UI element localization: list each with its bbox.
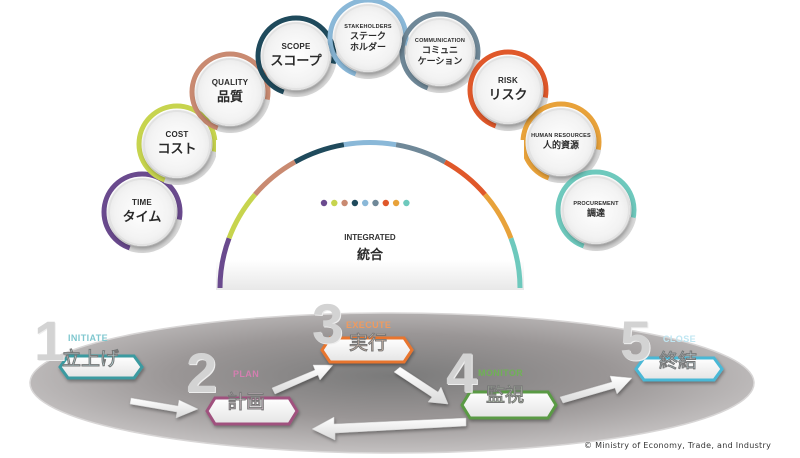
area-human-resources-en: HUMAN RESOURCES — [531, 133, 591, 140]
area-cost-en: COST — [165, 130, 189, 140]
phase-number-5: 5 — [620, 309, 652, 372]
integrated-arc-cost — [226, 192, 257, 240]
phase-number-4: 4 — [446, 341, 478, 404]
area-ring-shadow-procurement — [582, 216, 637, 251]
area-risk-en: RISK — [498, 76, 518, 86]
integrated-arc-time — [217, 237, 232, 289]
integrated-arc-human_resources — [483, 192, 514, 240]
integrated-arc-quality — [253, 159, 297, 197]
area-procurement-jp: 調達 — [586, 208, 605, 219]
arrow-monitor-to-close — [559, 375, 633, 404]
area-risk: RISK リスク — [474, 56, 542, 124]
area-communication-jp: コミュニ ケーション — [417, 44, 463, 66]
area-cost: COST コスト — [143, 110, 211, 178]
area-scope-en: SCOPE — [281, 42, 311, 52]
integrated-arc-scope — [293, 142, 345, 165]
phase-plan-jp: 計画 — [227, 392, 266, 413]
area-quality-en: QUALITY — [211, 78, 249, 88]
phase-number-2: 2 — [186, 341, 218, 404]
phase-close-en: CLOSE — [663, 334, 697, 344]
phase-boxes — [58, 336, 724, 426]
area-time: TIME タイム — [108, 178, 176, 246]
area-time-jp: タイム — [122, 209, 162, 225]
phase-initiate-jp: 立上げ — [62, 349, 120, 370]
area-scope-jp: スコープ — [270, 53, 322, 69]
integrated-dot-human_resources — [392, 199, 400, 207]
integrated-dot-cost — [331, 199, 338, 207]
area-communication: COMMUNICATION コミュニ ケーション — [406, 18, 474, 86]
integrated-panel — [216, 140, 524, 290]
area-arcs — [101, 0, 637, 253]
area-ring-shadow-cost — [163, 150, 218, 185]
integrated-arc-stakeholders — [343, 140, 397, 148]
phase-monitor-jp: 監視 — [486, 385, 525, 406]
area-ring-shadow-time — [128, 218, 183, 253]
copyright-text: © Ministry of Economy, Trade, and Indust… — [584, 441, 772, 450]
area-ring-shadow-quality — [216, 98, 271, 133]
phase-number-3: 3 — [312, 292, 344, 355]
integrated-dot-procurement — [403, 199, 410, 207]
area-procurement: PROCUREMENT 調達 — [562, 176, 630, 244]
area-communication-en: COMMUNICATION — [414, 37, 466, 44]
phase-box-plan — [205, 396, 299, 426]
area-cost-jp: コスト — [157, 141, 197, 157]
integrated-label-jp: 統合 — [356, 247, 383, 262]
area-human-resources: HUMAN RESOURCES 人的資源 — [527, 108, 595, 176]
phase-box-monitor — [460, 390, 558, 420]
area-human-resources-jp: 人的資源 — [542, 140, 579, 151]
arrow-plan-to-execute — [271, 364, 334, 395]
phase-execute-jp: 実行 — [349, 333, 388, 354]
flow-arrows — [129, 364, 633, 441]
area-stakeholders-en: STAKEHOLDERS — [344, 23, 392, 30]
phase-plan-en: PLAN — [233, 369, 260, 379]
area-stakeholders-jp: ステーク ホルダー — [349, 30, 386, 52]
integrated-dot-time — [320, 199, 328, 207]
area-ring-shadow-scope — [282, 62, 337, 97]
integrated-dot-quality — [341, 199, 348, 207]
area-procurement-en: PROCUREMENT — [573, 201, 619, 208]
phase-number-1: 1 — [34, 309, 66, 372]
arrow-initiate-to-plan — [129, 397, 199, 419]
area-scope: SCOPE スコープ — [262, 22, 330, 90]
area-quality: QUALITY 品質 — [196, 58, 264, 126]
integrated-arc-communication — [395, 142, 447, 165]
phase-box-close — [634, 356, 724, 382]
phase-box-execute — [320, 336, 414, 364]
platform-highlight — [29, 312, 755, 454]
area-time-en: TIME — [132, 198, 152, 208]
integrated-dot-scope — [351, 199, 359, 207]
phase-initiate-en: INITIATE — [68, 333, 109, 343]
integrated-dot-stakeholders — [362, 199, 369, 207]
phase-close-jp: 終結 — [659, 351, 698, 372]
integrated-arc-risk — [443, 159, 487, 197]
phase-monitor-en: MONITOR — [478, 368, 524, 378]
area-stakeholders: STAKEHOLDERS ステーク ホルダー — [334, 4, 402, 72]
integrated-dot-risk — [382, 199, 389, 207]
area-risk-jp: リスク — [488, 87, 528, 103]
area-quality-jp: 品質 — [216, 89, 243, 105]
integrated-arc-procurement — [508, 237, 523, 289]
arrow-execute-to-monitor — [393, 366, 449, 405]
arrow-monitor-to-plan — [311, 416, 467, 441]
integrated-dot-communication — [372, 199, 379, 207]
phase-box-initiate — [58, 354, 144, 380]
phase-execute-en: EXECUTE — [346, 320, 392, 330]
integrated-label-en: INTEGRATED — [344, 233, 396, 242]
